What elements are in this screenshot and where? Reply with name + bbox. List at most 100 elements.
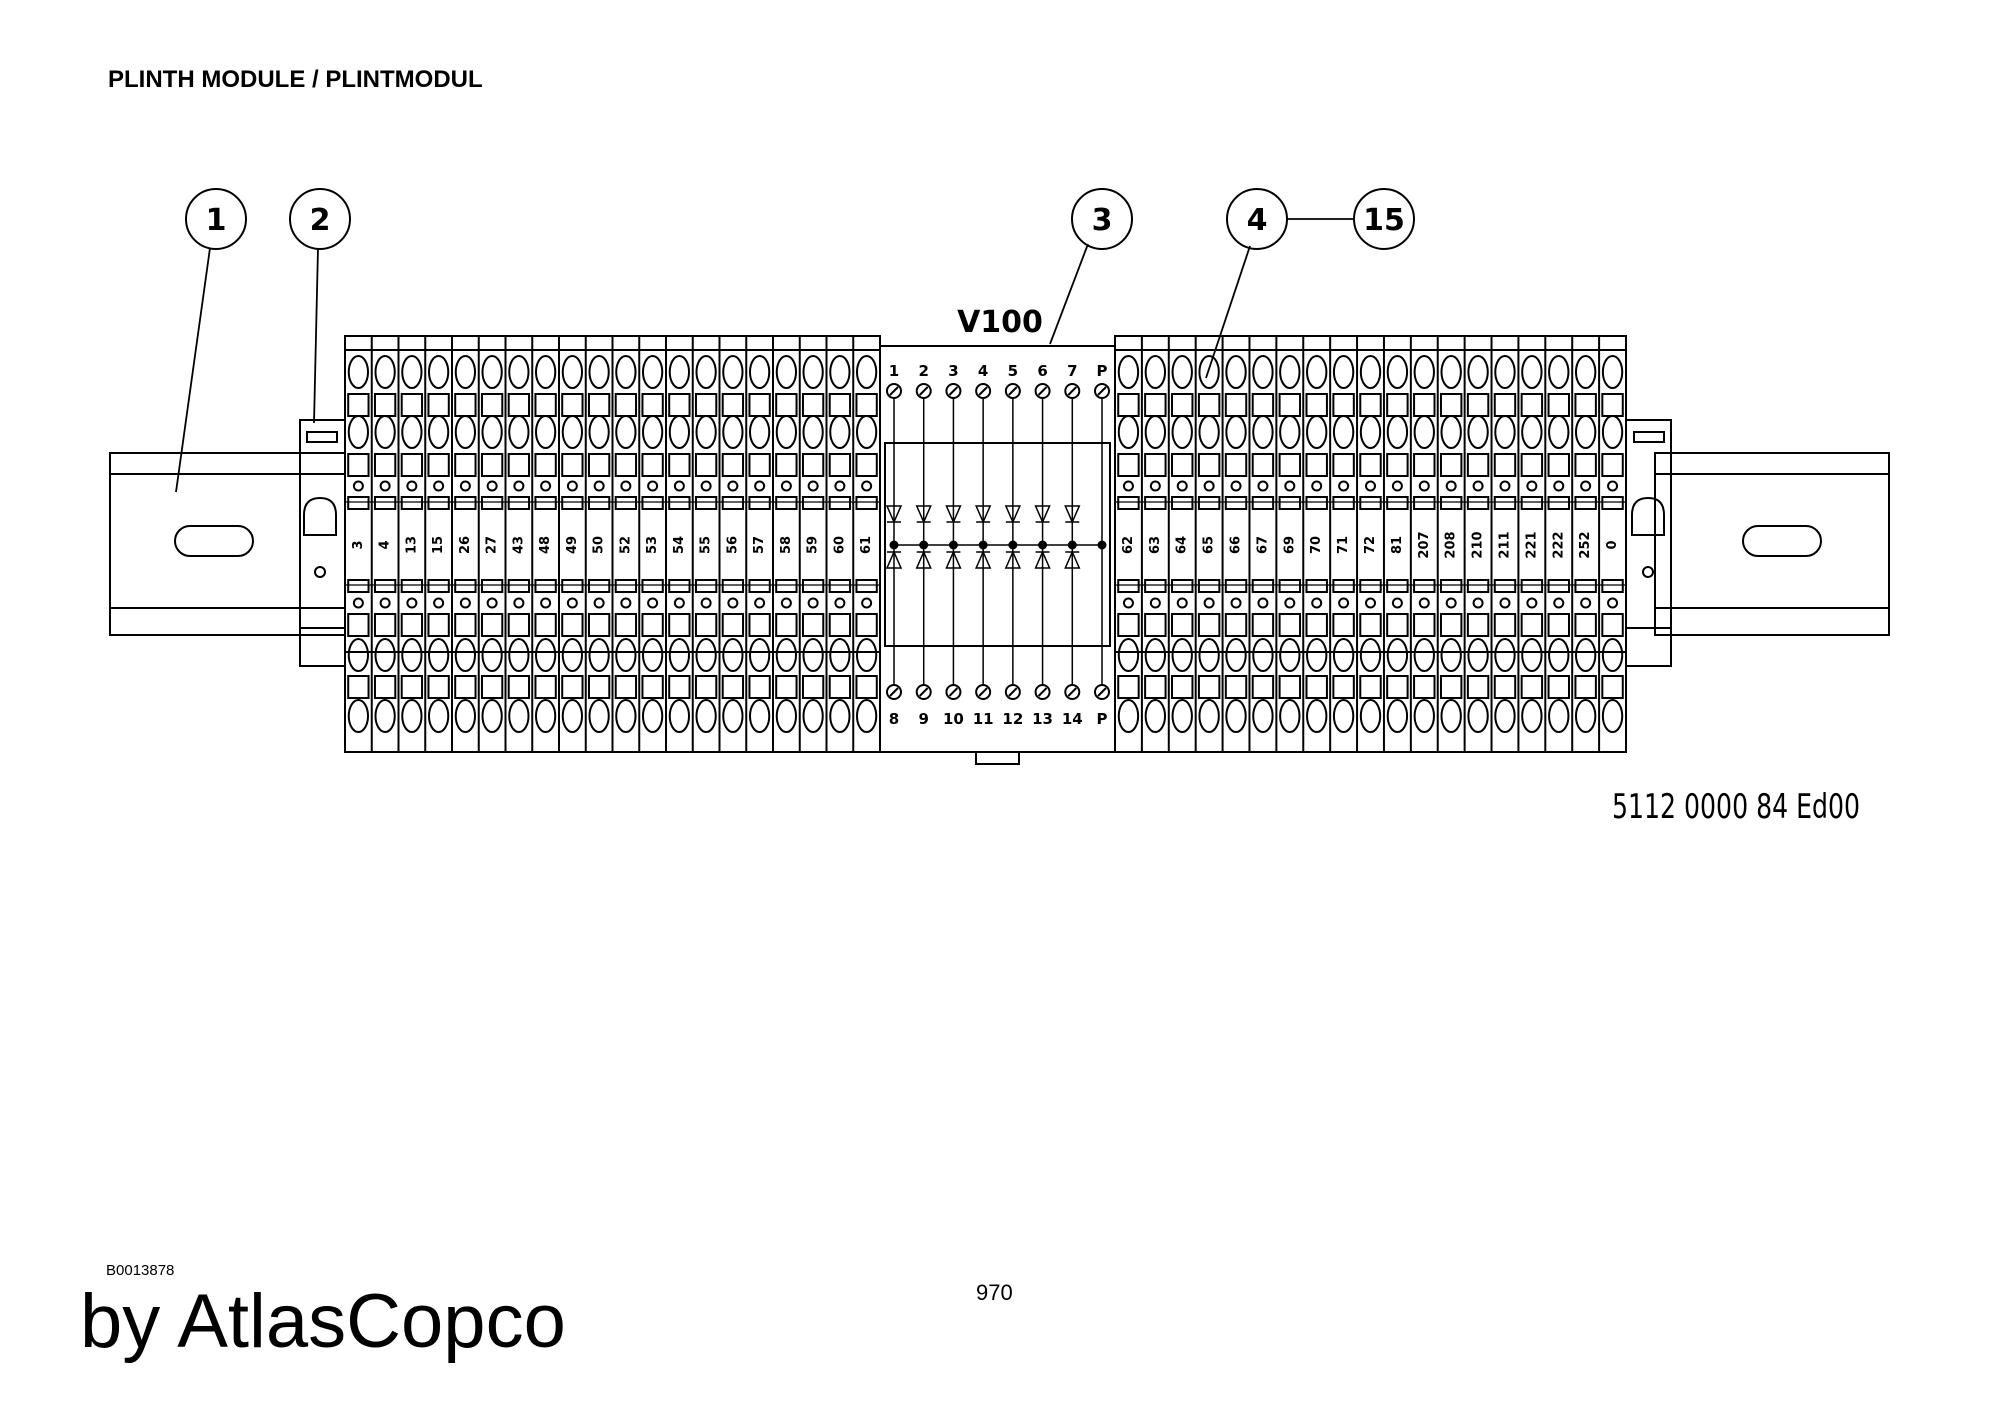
screw-ellipse: [427, 415, 450, 449]
clamp-square: [534, 613, 557, 637]
screw-ellipse: [1548, 415, 1570, 449]
clamp-square: [1520, 393, 1544, 417]
screw-ellipse: [534, 699, 557, 733]
terminal-block-outline: [1114, 335, 1627, 753]
terminal-72: 72: [1356, 336, 1382, 752]
screw-ellipse: [695, 699, 717, 733]
screw-ellipse: [1252, 699, 1274, 733]
terminal-number: 64: [1175, 536, 1190, 554]
diode-screw-slot: [919, 386, 929, 396]
clamp-square: [641, 393, 664, 417]
marker-slot: [587, 496, 611, 510]
clamp-square: [1332, 393, 1355, 417]
terminal-number: 15: [431, 536, 446, 554]
clamp-square: [1547, 453, 1570, 477]
marker-slot: [1386, 579, 1409, 593]
clamp-square: [1117, 453, 1140, 477]
marker-slot: [1171, 496, 1194, 510]
clamp-square: [1332, 675, 1355, 699]
terminal-58: 58: [772, 336, 798, 752]
clamp-square: [801, 675, 825, 699]
screw-ellipse: [1225, 699, 1247, 733]
screw-ellipse: [668, 638, 691, 672]
footer-brand-logo: by AtlasCopco: [80, 1279, 566, 1364]
marker-slot: [1171, 579, 1194, 593]
end-clamp-left: [299, 419, 346, 667]
clamp-square: [855, 613, 878, 637]
test-point: [593, 597, 605, 609]
test-point: [486, 597, 498, 609]
test-point: [1311, 597, 1323, 609]
marker-slot: [1332, 579, 1355, 593]
test-point: [1230, 480, 1242, 492]
diode-top-label: 3: [948, 362, 958, 380]
test-point: [540, 597, 552, 609]
terminal-number: 63: [1148, 536, 1163, 554]
marker-slot: [641, 496, 664, 510]
clamp-square: [534, 453, 557, 477]
screw-ellipse: [1171, 415, 1193, 449]
diode-screw-slot: [1097, 687, 1107, 697]
marker-slot: [1413, 496, 1436, 510]
screw-ellipse: [855, 638, 878, 672]
test-point: [352, 597, 364, 609]
marker-slot: [855, 579, 878, 593]
marker-slot: [1305, 496, 1328, 510]
test-point: [433, 480, 445, 492]
diode-top-label: 2: [918, 362, 928, 380]
marker-slot: [1117, 579, 1140, 593]
screw-ellipse: [1413, 699, 1435, 733]
test-point: [780, 597, 792, 609]
screw-ellipse: [802, 415, 824, 449]
marker-slot: [828, 579, 852, 593]
terminal-number: 57: [752, 536, 767, 554]
clamp-square: [1332, 453, 1355, 477]
test-point: [834, 597, 846, 609]
diode-screw-slot: [889, 386, 899, 396]
screw-ellipse: [1548, 699, 1570, 733]
screw-ellipse: [615, 415, 637, 449]
screw-ellipse: [427, 355, 450, 389]
diode-symbol: [885, 550, 903, 569]
marker-slot: [561, 496, 584, 510]
clamp-square: [400, 613, 424, 637]
clamp-square: [1144, 453, 1167, 477]
terminal-52: 52: [611, 336, 638, 752]
diode-screw-slot: [889, 687, 899, 697]
screw-ellipse: [1521, 415, 1543, 449]
diode-symbol: [915, 505, 932, 524]
screw-ellipse: [855, 415, 878, 449]
clamp-square: [1278, 393, 1302, 417]
screw-ellipse: [615, 699, 637, 733]
end-clamp-hole: [314, 566, 326, 578]
screw-ellipse: [1332, 415, 1355, 449]
marker-slot: [828, 496, 852, 510]
clamp-square: [801, 393, 825, 417]
clamp-square: [1117, 393, 1140, 417]
test-point: [1499, 597, 1511, 609]
clamp-square: [641, 675, 664, 699]
screw-ellipse: [481, 638, 503, 672]
screw-ellipse: [668, 355, 691, 389]
diode-symbol: [1004, 505, 1022, 524]
clamp-square: [828, 675, 852, 699]
terminal-50: 50: [584, 336, 611, 752]
screw-ellipse: [1144, 415, 1167, 449]
screw-ellipse: [347, 415, 370, 449]
test-point: [593, 480, 605, 492]
marker-slot: [587, 579, 611, 593]
screw-ellipse: [374, 638, 396, 672]
callout-number: 3: [1092, 203, 1113, 238]
marker-slot: [454, 496, 477, 510]
terminal-49: 49: [558, 336, 584, 752]
terminal-number: 81: [1390, 536, 1405, 554]
terminal-55: 55: [691, 336, 718, 752]
screw-ellipse: [1467, 415, 1489, 449]
clamp-square: [1224, 675, 1248, 699]
clamp-square: [1574, 393, 1597, 417]
test-point: [1553, 480, 1565, 492]
test-point: [700, 597, 712, 609]
screw-ellipse: [748, 355, 771, 389]
clamp-square: [1332, 613, 1355, 637]
